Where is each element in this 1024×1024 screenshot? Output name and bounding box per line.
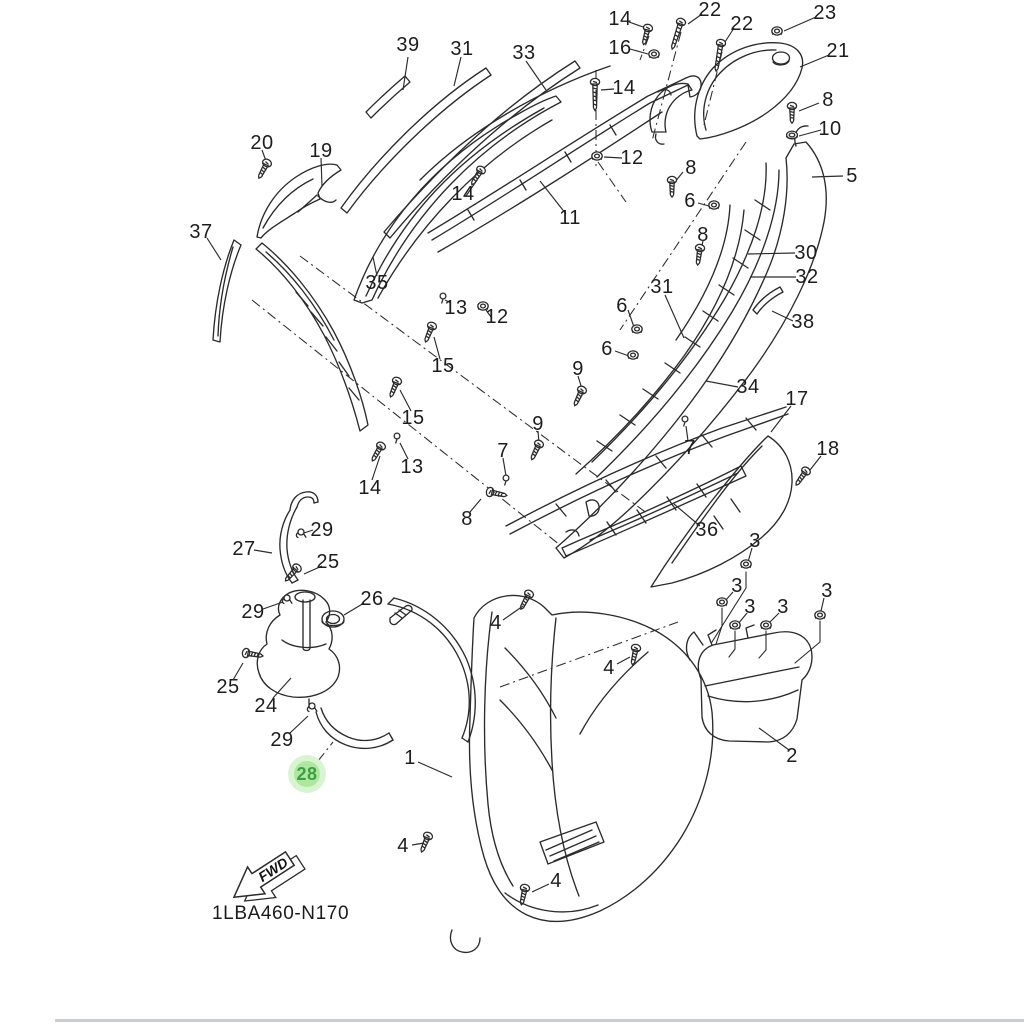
- part-label-39: 39: [396, 34, 420, 56]
- part-label-32: 32: [795, 266, 819, 288]
- part-label-3: 3: [731, 575, 743, 597]
- strip-38: [752, 286, 784, 315]
- part-label-26: 26: [360, 588, 384, 610]
- part-label-31: 31: [650, 276, 674, 298]
- panel-17: [650, 435, 793, 588]
- part-label-37: 37: [189, 221, 213, 243]
- reservoir-24: [256, 589, 341, 707]
- part-label-13: 13: [400, 456, 424, 478]
- molding-strip-39: [365, 75, 411, 119]
- part-label-2: 2: [786, 745, 798, 767]
- part-label-8: 8: [685, 157, 697, 179]
- part-label-3: 3: [821, 580, 833, 602]
- part-label-24: 24: [254, 695, 278, 717]
- part-label-6: 6: [684, 190, 696, 212]
- part-label-8: 8: [822, 89, 834, 111]
- part-label-1: 1: [404, 747, 416, 769]
- part-label-6: 6: [601, 338, 613, 360]
- part-label-14: 14: [612, 77, 636, 99]
- part-label-22: 22: [730, 13, 754, 35]
- box-2-connectors: [711, 571, 821, 664]
- part-label-7: 7: [684, 437, 696, 459]
- part-label-30: 30: [794, 242, 818, 264]
- part-label-6: 6: [616, 295, 628, 317]
- part-label-8: 8: [697, 224, 709, 246]
- part-label-8: 8: [461, 508, 473, 530]
- blade-36: [561, 465, 747, 557]
- part-label-3: 3: [744, 596, 756, 618]
- hose-long: [387, 597, 476, 743]
- part-label-25: 25: [316, 551, 340, 573]
- part-label-14: 14: [451, 183, 475, 205]
- part-label-23: 23: [813, 2, 837, 24]
- page-edge-divider: [55, 1019, 1024, 1022]
- part-label-27: 27: [232, 538, 256, 560]
- panel-19: [255, 163, 369, 432]
- part-label-25: 25: [216, 676, 240, 698]
- bracket-11: [427, 75, 702, 253]
- part-label-4: 4: [397, 835, 409, 857]
- molding-strip-31: [340, 67, 492, 214]
- part-label-29: 29: [310, 519, 334, 541]
- part-label-15: 15: [401, 407, 425, 429]
- part-label-29: 29: [241, 601, 265, 623]
- part-label-9: 9: [572, 358, 584, 380]
- part-label-36: 36: [695, 519, 719, 541]
- part-label-12: 12: [620, 147, 644, 169]
- part-label-14: 14: [358, 477, 382, 499]
- part-label-4: 4: [603, 657, 615, 679]
- part-label-11: 11: [559, 207, 581, 229]
- hose-28: [315, 707, 394, 750]
- part-label-28-highlighted: 28: [294, 761, 320, 787]
- part-label-12: 12: [485, 306, 509, 328]
- damper-piece: [389, 604, 413, 626]
- drawing-code: 1LBA460-N170: [212, 903, 350, 924]
- part-label-3: 3: [777, 596, 789, 618]
- part-label-16: 16: [608, 37, 632, 59]
- cover-21: [649, 42, 804, 145]
- side-cover-5: [555, 125, 827, 559]
- leader-lines: [206, 13, 844, 893]
- part-label-9: 9: [532, 413, 544, 435]
- part-label-19: 19: [309, 140, 333, 162]
- part-label-38: 38: [791, 311, 815, 333]
- part-label-15: 15: [431, 355, 455, 377]
- part-label-3: 3: [749, 530, 761, 552]
- part-label-22: 22: [698, 0, 722, 21]
- strip-37: [212, 239, 242, 343]
- part-label-4: 4: [550, 870, 562, 892]
- part-label-17: 17: [785, 388, 809, 410]
- box-2: [685, 624, 813, 743]
- part-label-35: 35: [365, 272, 389, 294]
- part-label-18: 18: [816, 438, 840, 460]
- part-label-7: 7: [497, 440, 509, 462]
- part-label-5: 5: [846, 165, 858, 187]
- part-label-31: 31: [450, 38, 474, 60]
- cap-26: [321, 610, 345, 628]
- leg-shield-1: [449, 594, 714, 954]
- molding-strip-33: [383, 60, 611, 239]
- part-label-10: 10: [818, 118, 842, 140]
- part-label-34: 34: [736, 376, 760, 398]
- part-label-13: 13: [444, 297, 468, 319]
- panel-35: [353, 95, 562, 304]
- part-label-29: 29: [270, 729, 294, 751]
- part-label-14: 14: [608, 8, 632, 30]
- part-label-21: 21: [826, 40, 850, 62]
- part-label-20: 20: [250, 132, 274, 154]
- part-label-33: 33: [512, 42, 536, 64]
- part-label-4: 4: [490, 612, 502, 634]
